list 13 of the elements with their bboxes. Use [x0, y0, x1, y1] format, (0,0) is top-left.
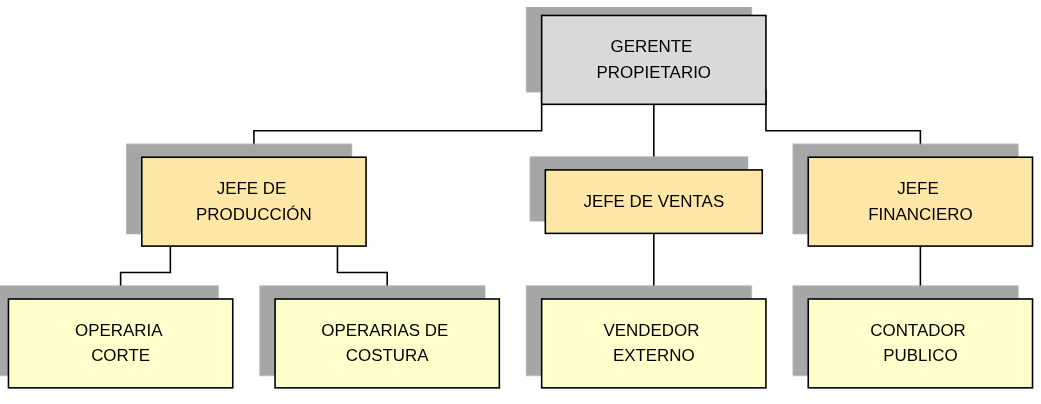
- node-box: GERENTE PROPIETARIO: [540, 15, 767, 106]
- node-box: OPERARIA CORTE: [7, 298, 234, 389]
- connector: [653, 103, 655, 172]
- node-box: CONTADOR PUBLICO: [807, 298, 1034, 389]
- node-box: OPERARIAS DE COSTURA: [274, 298, 501, 389]
- node-box: VENDEDOR EXTERNO: [540, 298, 767, 389]
- node-box: JEFE FINANCIERO: [807, 156, 1034, 248]
- connector: [919, 245, 922, 301]
- connector: [653, 232, 655, 301]
- node-box: JEFE DE VENTAS: [544, 169, 764, 235]
- connector: [119, 245, 172, 301]
- node-box: JEFE DE PRODUCCIÓN: [140, 156, 367, 248]
- connector: [336, 245, 388, 301]
